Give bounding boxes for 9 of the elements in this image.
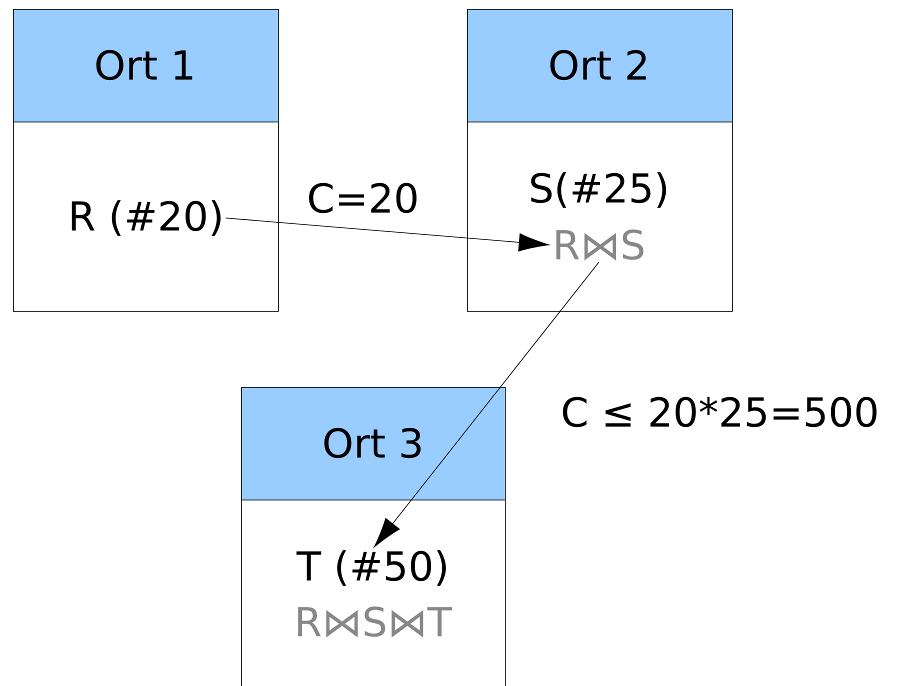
relation-label: R (#20) (72, 200, 221, 236)
edge-label: C=20 (306, 182, 420, 214)
relation-label: R⋈S⋈T (298, 606, 452, 638)
relation-label: T (#50) (296, 550, 446, 586)
relation-label: S(#25) (531, 172, 666, 208)
relation-label: R⋈S (556, 230, 644, 260)
arrow (374, 262, 600, 548)
arrow (225, 218, 550, 252)
edge-label: C ≤ 20*25=500 (559, 396, 881, 428)
